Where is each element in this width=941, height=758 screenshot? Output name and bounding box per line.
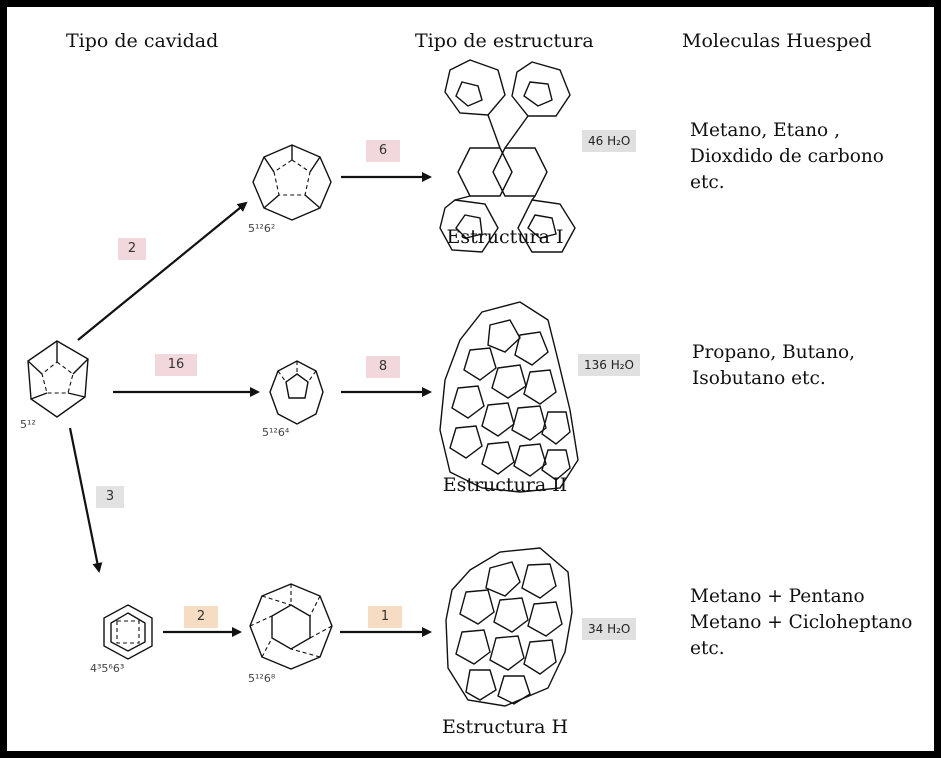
arrow-512-to-51262 [78, 203, 246, 340]
water-count-sII: 136 H₂O [578, 354, 640, 376]
cavity-51264-polyhedron [270, 361, 323, 424]
cavity-label-435663: 4³5⁶6³ [90, 662, 124, 675]
guest-line: Metano + Cicloheptano [690, 610, 912, 636]
guest-line: Propano, Butano, [692, 340, 855, 366]
count-box-3-to-435663: 3 [96, 486, 124, 508]
structure-label-I: Estructura I [430, 226, 580, 248]
cavity-label-51268: 5¹²6⁸ [248, 672, 275, 685]
guest-list-sII: Propano, Butano, Isobutano etc. [692, 340, 855, 392]
arrow-512-to-435663 [70, 428, 99, 571]
guest-line: Isobutano etc. [692, 366, 855, 392]
structure-label-II: Estructura II [430, 474, 580, 496]
count-box-6-sI: 6 [366, 140, 400, 162]
water-count-sI: 46 H₂O [582, 130, 636, 152]
guest-list-sH: Metano + Pentano Metano + Cicloheptano e… [690, 584, 912, 662]
structure-label-H: Estructura H [430, 716, 580, 738]
cavity-435663-polyhedron [104, 605, 152, 659]
structure-I-cluster [440, 60, 575, 252]
guest-line: Metano + Pentano [690, 584, 912, 610]
guest-line: Dioxdido de carbono [690, 144, 884, 170]
guest-line: etc. [690, 170, 884, 196]
count-box-16-to-51264: 16 [155, 354, 197, 376]
count-box-1-sH: 1 [368, 606, 402, 628]
cavity-label-51262: 5¹²6² [248, 222, 275, 235]
structure-II-cluster [440, 302, 578, 492]
cavity-51268-polyhedron [250, 584, 332, 669]
cavity-512-polyhedron [28, 341, 88, 417]
cavity-label-512: 5¹² [20, 418, 36, 431]
cavity-label-51264: 5¹²6⁴ [262, 426, 289, 439]
cavity-51262-polyhedron [253, 145, 331, 220]
guest-list-sI: Metano, Etano , Dioxdido de carbono etc. [690, 118, 884, 196]
count-box-2-to-51262: 2 [118, 238, 146, 260]
structure-H-cluster [446, 548, 572, 706]
guest-line: etc. [690, 636, 912, 662]
guest-line: Metano, Etano , [690, 118, 884, 144]
count-box-8-sII: 8 [366, 356, 400, 378]
count-box-2-to-51268: 2 [184, 606, 218, 628]
water-count-sH: 34 H₂O [582, 618, 636, 640]
